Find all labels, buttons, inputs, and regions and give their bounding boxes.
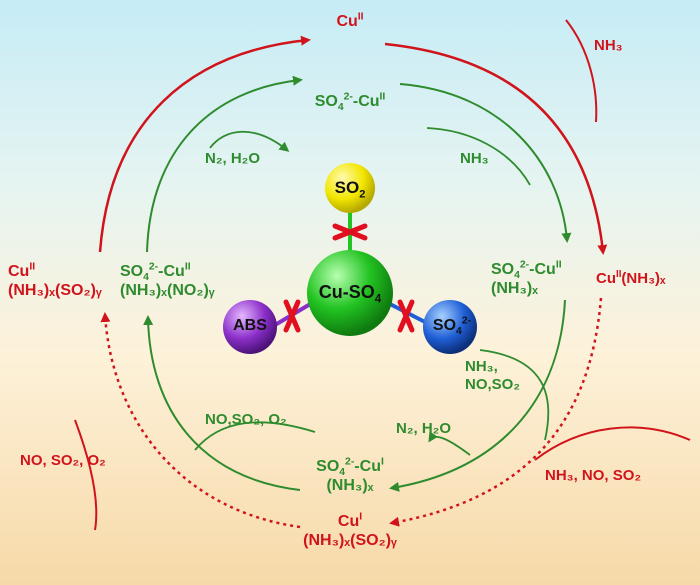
- block-mark-abs: [283, 299, 301, 333]
- red-arc-left-top: [98, 35, 311, 253]
- green-nh3-no-so2-in: [479, 349, 550, 441]
- node-cu2-left: CuII (NH₃)ₓ(SO₂)ᵧ: [8, 261, 102, 300]
- so4-label: SO42-: [432, 315, 472, 338]
- red-no-so2-o2-out: [74, 419, 98, 531]
- green-no-so2-o2-in: [194, 421, 316, 451]
- reagent-n2-h2o-top: N₂, H₂O: [205, 150, 260, 167]
- reagent-no-so2-o2-inner: NO,SO₂, O₂: [205, 411, 287, 428]
- reagent-nh3-outer: NH₃: [594, 37, 623, 54]
- species-right: SO42--CuII (NH₃)ₓ: [491, 259, 562, 298]
- node-cu1-bottom: CuI (NH₃)ₓ(SO₂)ᵧ: [303, 511, 397, 550]
- red-arc-bottom-left: [100, 312, 301, 529]
- red-arc-right-bottom: [389, 297, 603, 527]
- reagent-nh3-no-so2-outer: NH₃, NO, SO₂: [545, 467, 642, 484]
- core-sphere: [307, 250, 393, 336]
- species-bottom: SO42--CuI (NH₃)ₓ: [316, 456, 384, 495]
- green-arc-top-right: [399, 83, 572, 243]
- reagent-nh3-no-so2-inner: NH₃, NO,SO₂: [465, 358, 521, 393]
- reagent-no-so2-o2-outer: NO, SO₂, O₂: [20, 452, 106, 469]
- red-nh3-in: [565, 19, 598, 123]
- so2-sphere: [325, 163, 375, 213]
- green-arc-right-bottom: [389, 299, 566, 492]
- abs-label: ABS: [233, 317, 267, 334]
- node-cu2-top: CuII: [336, 11, 364, 30]
- red-arc-top-right: [384, 42, 608, 255]
- green-nh3-in-top: [426, 127, 531, 186]
- red-nh3-no-so2-in: [534, 426, 691, 461]
- species-top: SO42--CuII: [314, 91, 386, 114]
- green-arc-left-top: [146, 75, 303, 253]
- so4-sphere: [423, 300, 477, 354]
- so2-label: SO2: [334, 178, 366, 201]
- green-n2h2o-out-top: [209, 130, 290, 152]
- green-n2h2o-out-bottom: [428, 431, 471, 456]
- species-left: SO42--CuII (NH₃)ₓ(NO₂)ᵧ: [120, 261, 215, 300]
- abs-sphere: [223, 300, 277, 354]
- node-cu2-nh3-right: CuII(NH₃)ₓ: [596, 269, 666, 287]
- reagent-n2-h2o-bottom: N₂, H₂O: [396, 420, 451, 437]
- reagent-nh3-inner: NH₃: [460, 150, 489, 167]
- green-arc-bottom-left: [143, 315, 301, 491]
- block-mark-so2: [332, 223, 368, 241]
- block-mark-so4: [397, 299, 415, 333]
- core-label: Cu-SO4: [318, 282, 382, 306]
